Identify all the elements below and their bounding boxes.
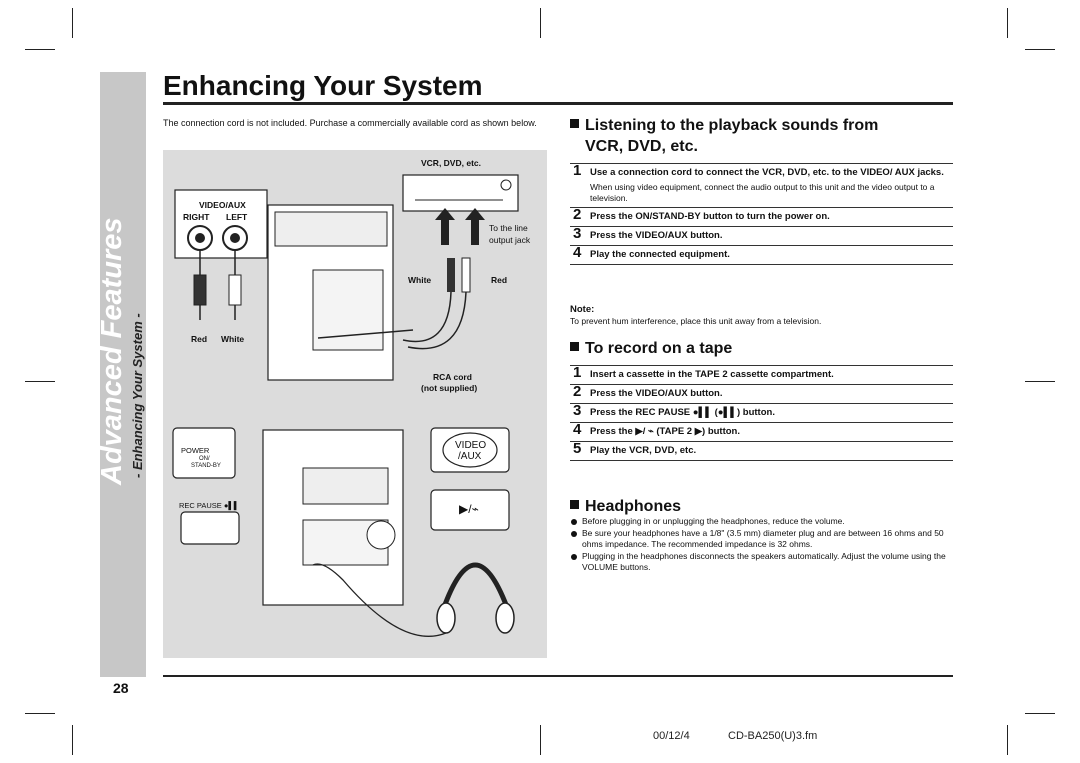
left-label: LEFT [226,212,248,222]
vcr-label: VCR, DVD, etc. [421,158,481,168]
white-label: White [221,334,245,344]
list-item: Be sure your headphones have a 1/8" (3.5… [570,528,953,550]
footer-date: 00/12/4 [653,730,690,742]
bottom-rule [163,675,953,677]
output-jack-label: output jack [489,235,531,245]
section-headphones-heading: Headphones [570,496,681,517]
footer-file: CD-BA250(U)3.fm [728,730,818,742]
sidebar-subtitle: - Enhancing Your System - [130,313,145,478]
on-label: ON/ [199,456,210,462]
square-bullet-icon [570,119,579,128]
video-aux-label: VIDEO/AUX [199,200,246,210]
note-text: To prevent hum interference, place this … [570,316,822,326]
crop-mark [25,713,55,714]
section-playback-heading: Listening to the playback sounds from VC… [570,115,878,157]
aux-button-label: /AUX [458,451,482,462]
play-button-label: ▶/⌁ [459,502,479,516]
crop-mark [540,725,541,755]
list-item: Before plugging in or unplugging the hea… [570,516,953,527]
video-button-label: VIDEO [455,440,487,451]
crop-mark [1025,713,1055,714]
rec-pause-label: REC PAUSE ●▌▌ [179,501,240,510]
crop-mark [25,49,55,50]
power-label: POWER [181,446,210,455]
crop-mark [72,725,73,755]
rca-cord-label: RCA cord [433,372,472,382]
crop-mark [25,381,55,382]
crop-mark [1007,8,1008,38]
connection-diagram [172,174,519,637]
to-line-label: To the line [489,223,528,233]
red-plug-label: Red [491,275,508,285]
square-bullet-icon [570,342,579,351]
standby-label: STAND-BY [191,463,221,469]
list-item: Plugging in the headphones disconnects t… [570,551,953,573]
square-bullet-icon [570,500,579,509]
right-label: RIGHT [183,212,210,222]
headphones-bullets: Before plugging in or unplugging the hea… [570,516,953,574]
white-plug-label: White [408,275,432,285]
crop-mark [540,8,541,38]
connection-figure: VCR, DVD, etc. VIDEO/AUX RIGHT LEFT Red … [163,150,547,658]
intro-text: The connection cord is not included. Pur… [163,118,537,128]
not-supplied-label: (not supplied) [421,383,478,393]
page-title: Enhancing Your System [163,70,483,101]
crop-mark [1025,381,1055,382]
section-record-heading: To record on a tape [570,338,732,359]
note-heading: Note: [570,304,595,315]
red-label: Red [191,334,208,344]
sidebar-title: Advanced Features [96,217,128,485]
crop-mark [72,8,73,38]
crop-mark [1025,49,1055,50]
section-sidebar [100,72,146,677]
crop-mark [1007,725,1008,755]
page-number: 28 [113,680,129,696]
title-rule [163,102,953,105]
